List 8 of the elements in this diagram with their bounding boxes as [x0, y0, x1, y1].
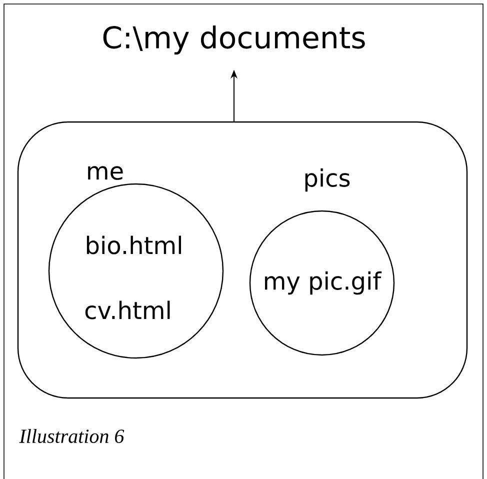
- caption: Illustration 6: [19, 428, 124, 444]
- folder-name: pics: [305, 168, 350, 192]
- folder-box: [17, 121, 468, 399]
- file-name: cv.html: [85, 300, 170, 320]
- file-name: bio.html: [86, 236, 182, 254]
- folder-name: me: [88, 166, 123, 180]
- path-label: C:\my documents: [103, 26, 365, 55]
- file-name: my pic.gif: [265, 271, 382, 295]
